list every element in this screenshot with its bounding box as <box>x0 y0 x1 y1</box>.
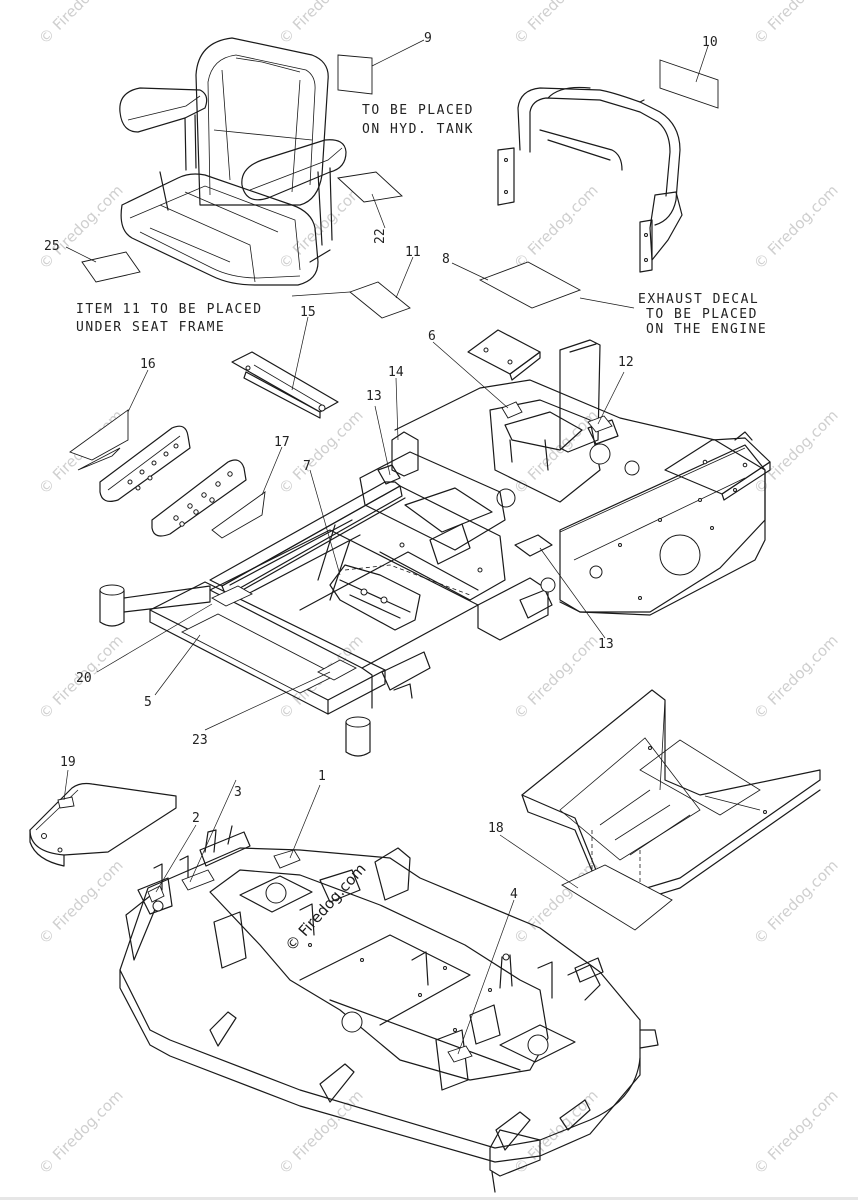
decal-23 <box>317 659 357 681</box>
decal-6 <box>501 401 523 419</box>
callout-25: 25 <box>44 239 60 254</box>
watermark: © Firedog.com <box>750 0 842 48</box>
decal-8 <box>478 261 582 309</box>
decal-16b <box>77 447 121 471</box>
callout-5: 5 <box>144 695 152 710</box>
callout-8: 8 <box>442 252 450 267</box>
decal-20 <box>211 585 253 607</box>
watermark: © Firedog.com <box>35 856 127 948</box>
decal-1 <box>273 849 301 869</box>
mower-deck <box>119 825 659 1193</box>
note-item11-line1: ITEM 11 TO BE PLACED <box>76 302 263 317</box>
watermark: © Firedog.com <box>750 181 842 273</box>
watermark: © Firedog.com <box>275 1086 367 1178</box>
callout-17: 17 <box>274 435 290 450</box>
side-panel-17 <box>151 459 247 537</box>
watermark: © Firedog.com <box>35 1086 127 1178</box>
callout-16: 16 <box>140 357 156 372</box>
callout-13-lower: 13 <box>598 637 614 652</box>
watermark: © Firedog.com <box>750 406 842 498</box>
watermark: © Firedog.com <box>750 631 842 723</box>
callout-2: 2 <box>192 811 200 826</box>
cover-19 <box>29 782 177 867</box>
deck-guard-18 <box>521 689 821 901</box>
watermark-layer: © Firedog.com © Firedog.com © Firedog.co… <box>35 0 842 1178</box>
seat <box>119 37 347 286</box>
decal-25 <box>81 251 141 283</box>
callout-numbers: 9 10 25 22 11 8 15 6 12 16 14 13 17 7 13… <box>44 31 718 902</box>
decal-17 <box>211 491 266 539</box>
callout-11: 11 <box>405 245 421 260</box>
watermark: © Firedog.com <box>510 0 602 48</box>
callout-14: 14 <box>388 365 404 380</box>
callout-leaders <box>63 39 709 1055</box>
decal-11 <box>349 281 411 319</box>
callout-1: 1 <box>318 769 326 784</box>
watermark: © Firedog.com <box>510 181 602 273</box>
roll-bar <box>497 86 683 273</box>
callout-13-upper: 13 <box>366 389 382 404</box>
decal-10 <box>659 59 719 109</box>
note-exhaust-line2: TO BE PLACED <box>646 307 758 322</box>
callout-10: 10 <box>702 35 718 50</box>
callout-3: 3 <box>234 785 242 800</box>
note-hyd-tank-line2: ON HYD. TANK <box>362 122 474 137</box>
callout-18: 18 <box>488 821 504 836</box>
watermark: © Firedog.com <box>750 1086 842 1178</box>
callout-4: 4 <box>510 887 518 902</box>
watermark: © Firedog.com <box>750 856 842 948</box>
decal-12 <box>587 415 613 433</box>
placement-notes: TO BE PLACED ON HYD. TANK ITEM 11 TO BE … <box>76 103 767 337</box>
watermark: © Firedog.com <box>510 1086 602 1178</box>
callout-22: 22 <box>373 228 388 244</box>
note-item11-line2: UNDER SEAT FRAME <box>76 320 225 335</box>
side-panel-16 <box>99 425 191 502</box>
tractor-frame <box>99 329 771 757</box>
decal-5 <box>181 613 337 694</box>
watermark: © Firedog.com <box>275 0 367 48</box>
callout-12: 12 <box>618 355 634 370</box>
callout-6: 6 <box>428 329 436 344</box>
watermark: © Firedog.com <box>510 631 602 723</box>
callout-20: 20 <box>76 671 92 686</box>
note-exhaust-line3: ON THE ENGINE <box>646 322 767 337</box>
decal-19 <box>57 796 75 809</box>
watermark: © Firedog.com <box>35 0 127 48</box>
watermark: © Firedog.com <box>275 406 367 498</box>
callout-23: 23 <box>192 733 208 748</box>
note-exhaust-line1: EXHAUST DECAL <box>638 292 759 307</box>
callout-7: 7 <box>303 459 311 474</box>
watermark: © Firedog.com <box>510 856 602 948</box>
page-bottom-edge <box>0 1197 858 1200</box>
callout-15: 15 <box>300 305 316 320</box>
bracket-15 <box>231 351 339 419</box>
decal-3 <box>181 869 215 891</box>
callout-9: 9 <box>424 31 432 46</box>
decal-18 <box>561 864 673 931</box>
note-hyd-tank-line1: TO BE PLACED <box>362 103 474 118</box>
callout-19: 19 <box>60 755 76 770</box>
decal-16 <box>69 409 129 461</box>
decal-2 <box>147 885 165 903</box>
decal-22 <box>337 171 403 203</box>
decal-9 <box>337 54 373 95</box>
